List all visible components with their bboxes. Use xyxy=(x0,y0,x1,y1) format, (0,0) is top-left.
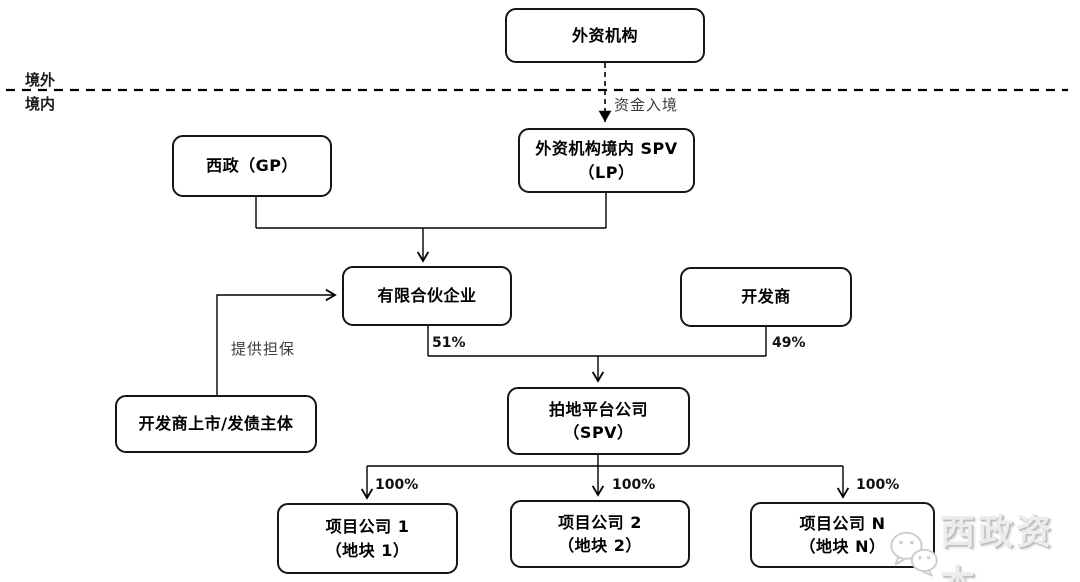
wechat-icon xyxy=(890,531,938,577)
node-project-n-line2: （地块 N） xyxy=(799,537,886,556)
developer-share-label: 49% xyxy=(772,335,806,351)
lp-share-label: 51% xyxy=(432,335,466,351)
node-project-company-1: 项目公司 1 （地块 1） xyxy=(277,503,458,574)
project-n-share-label: 100% xyxy=(856,477,900,493)
node-foreign-spv-lp: 外资机构境内 SPV （LP） xyxy=(518,128,695,193)
node-foreign-institution: 外资机构 xyxy=(505,8,705,63)
node-project-company-n: 项目公司 N （地块 N） xyxy=(750,502,935,568)
funds-inbound-label: 资金入境 xyxy=(614,96,679,114)
node-developer: 开发商 xyxy=(680,267,852,327)
node-project-1-line2: （地块 1） xyxy=(325,540,410,560)
node-land-platform-line2: （SPV） xyxy=(563,423,634,442)
node-project-company-2: 项目公司 2 （地块 2） xyxy=(510,500,690,568)
guarantee-arrow xyxy=(216,288,337,395)
node-xizheng-gp-label: 西政（GP） xyxy=(206,156,298,176)
node-project-2-line2: （地块 2） xyxy=(558,536,642,555)
node-land-platform-spv: 拍地平台公司 （SPV） xyxy=(507,387,690,455)
node-limited-partnership-label: 有限合伙企业 xyxy=(377,286,477,306)
guarantee-label: 提供担保 xyxy=(231,340,296,358)
brand-watermark: 西政资本 xyxy=(888,504,1080,582)
platform-distribution-lines xyxy=(367,455,843,467)
node-foreign-spv-line2: （LP） xyxy=(578,162,635,182)
node-land-platform-line1: 拍地平台公司 xyxy=(548,399,648,419)
node-foreign-spv-line1: 外资机构境内 SPV xyxy=(535,139,678,159)
node-project-1-line1: 项目公司 1 xyxy=(325,517,410,537)
node-developer-listing-label: 开发商上市/发债主体 xyxy=(138,414,294,434)
project-1-share-label: 100% xyxy=(375,477,419,493)
gp-lp-merge-lines xyxy=(255,193,607,229)
node-foreign-institution-label: 外资机构 xyxy=(571,25,638,45)
node-developer-listing-entity: 开发商上市/发债主体 xyxy=(115,395,317,453)
region-label-offshore: 境外 xyxy=(25,71,56,89)
project-2-share-label: 100% xyxy=(612,477,656,493)
node-project-n-line1: 项目公司 N xyxy=(799,513,886,533)
node-limited-partnership: 有限合伙企业 xyxy=(342,266,512,326)
region-label-onshore: 境内 xyxy=(25,95,56,113)
node-developer-label: 开发商 xyxy=(741,287,791,307)
shareholding-junction-lines xyxy=(427,326,767,357)
node-project-2-line1: 项目公司 2 xyxy=(558,512,642,532)
node-xizheng-gp: 西政（GP） xyxy=(172,135,332,197)
brand-watermark-text: 西政资本 xyxy=(940,513,1055,582)
